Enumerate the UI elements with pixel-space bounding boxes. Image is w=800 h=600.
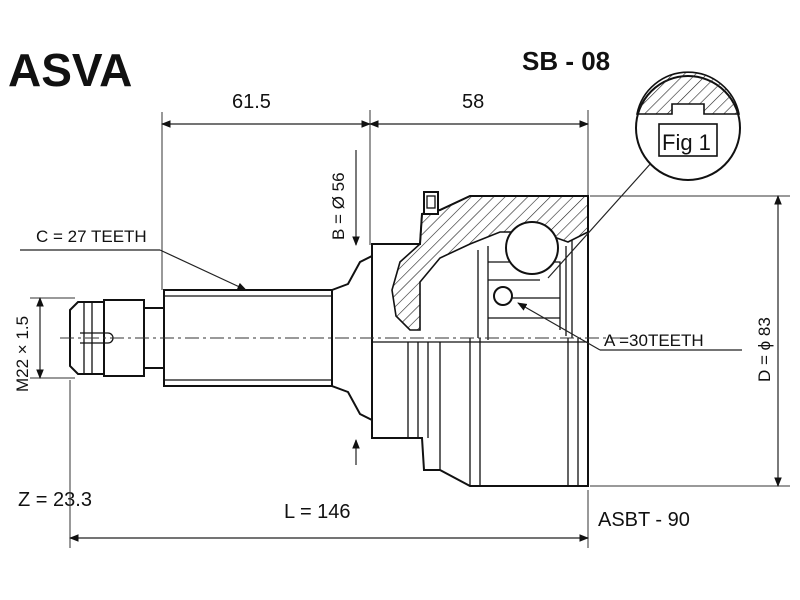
outer-diameter-label: D = ϕ 83 xyxy=(755,317,774,382)
total-length-label: L = 146 xyxy=(284,501,351,523)
dimension-bearing-diameter: B = Ø 56 xyxy=(329,150,360,465)
fig1-detail: Fig 1 xyxy=(547,71,741,279)
inner-teeth-callout: A =30TEETH xyxy=(517,302,742,351)
shaft-length-label: 61.5 xyxy=(232,91,271,113)
dimension-total-length xyxy=(69,380,589,548)
outer-teeth-callout: C = 27 TEETH xyxy=(20,227,247,291)
oem-number: ASBT - 90 xyxy=(598,509,690,531)
outer-teeth-label: C = 27 TEETH xyxy=(36,227,147,246)
part-number: SB - 08 xyxy=(522,46,610,76)
dimension-housing-length: 58 xyxy=(369,91,589,200)
dimension-thread: M22 × 1.5 xyxy=(13,297,75,392)
housing-length-label: 58 xyxy=(462,91,484,113)
brand-logo: ASVA xyxy=(8,44,132,96)
z-value: Z = 23.3 xyxy=(18,489,92,511)
cv-joint-housing xyxy=(371,191,589,487)
dimension-shaft-length: 61.5 xyxy=(161,91,371,290)
bearing-diameter-label: B = Ø 56 xyxy=(329,172,348,240)
fig1-label: Fig 1 xyxy=(662,130,711,155)
dimension-outer-diameter: D = ϕ 83 xyxy=(590,195,790,487)
thread-label: M22 × 1.5 xyxy=(13,316,32,392)
inner-teeth-label: A =30TEETH xyxy=(604,331,704,350)
